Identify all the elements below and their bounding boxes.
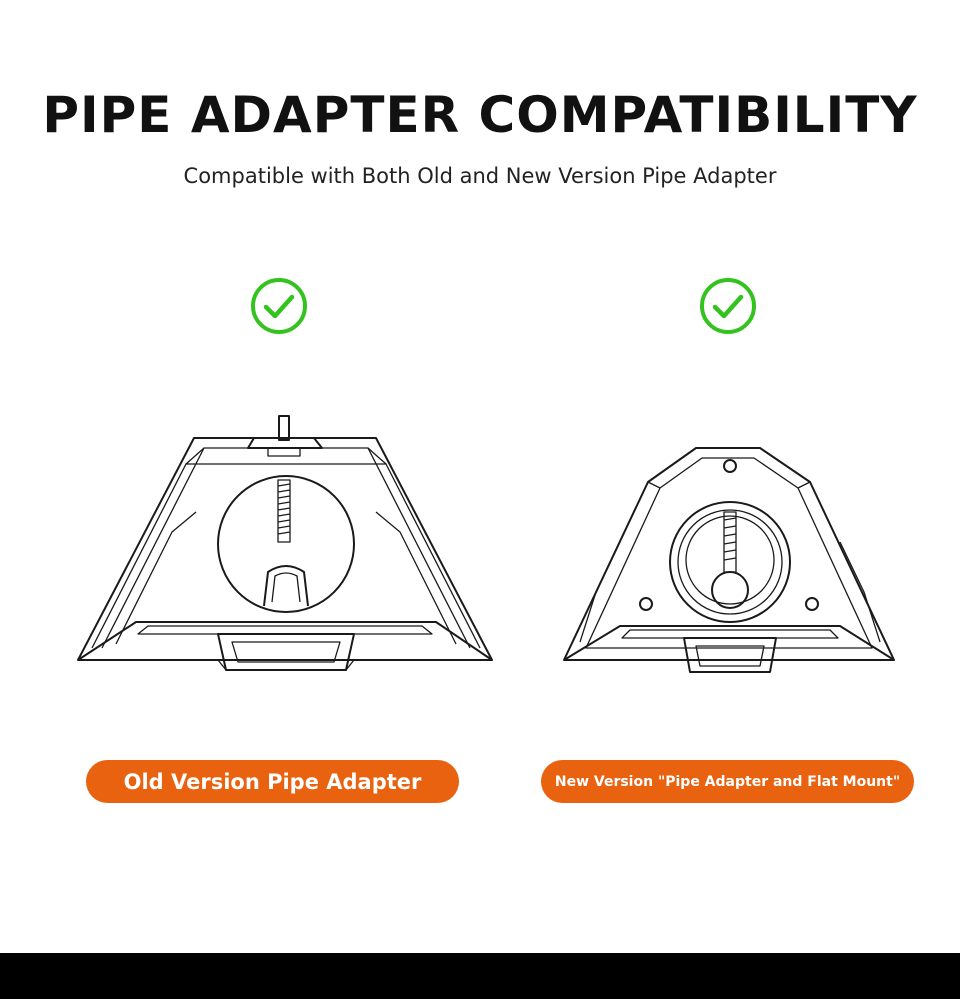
page-subtitle: Compatible with Both Old and New Version… xyxy=(183,164,777,188)
new-pipe-adapter-illustration xyxy=(563,447,895,673)
bottom-bar xyxy=(0,953,960,999)
page-title: PIPE ADAPTER COMPATIBILITY xyxy=(42,86,918,144)
check-circle-icon xyxy=(700,278,756,334)
check-circle-icon xyxy=(251,278,307,334)
old-version-label: Old Version Pipe Adapter xyxy=(86,760,459,803)
old-version-label-text: Old Version Pipe Adapter xyxy=(123,769,422,794)
new-version-label-text: New Version "Pipe Adapter and Flat Mount… xyxy=(554,773,901,790)
old-pipe-adapter-illustration xyxy=(77,415,493,671)
new-version-label: New Version "Pipe Adapter and Flat Mount… xyxy=(541,760,914,803)
